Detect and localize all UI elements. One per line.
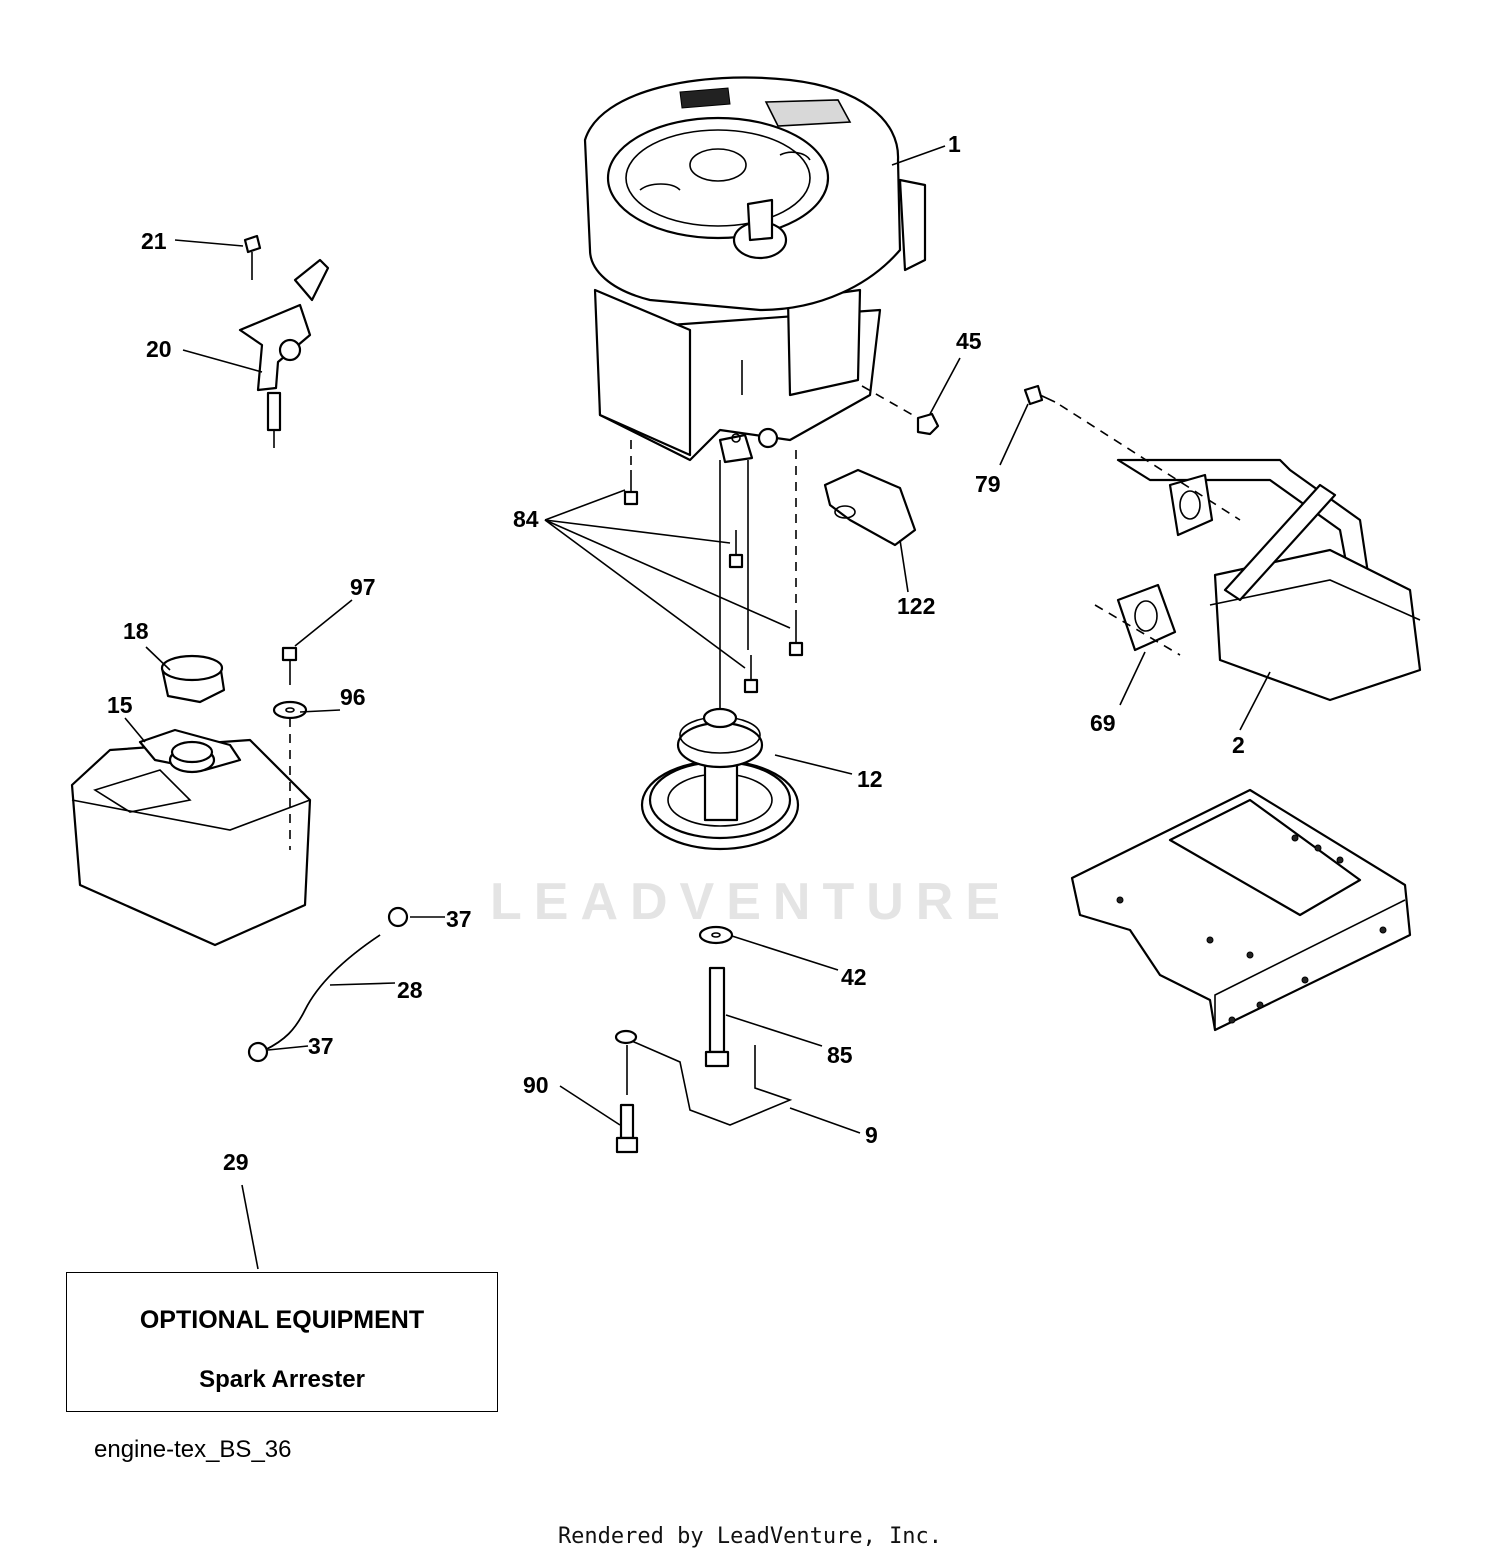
muffler <box>1116 458 1422 702</box>
tank-bolt-washer <box>272 646 308 850</box>
optional-equipment-title: OPTIONAL EQUIPMENT <box>139 1306 425 1334</box>
nut-45 <box>861 385 940 436</box>
callout-122: 122 <box>897 593 936 619</box>
callout-12: 12 <box>857 766 883 792</box>
pulley <box>640 707 800 851</box>
optional-equipment-item: Spark Arrester <box>199 1366 365 1393</box>
callout-21: 21 <box>141 228 167 254</box>
callout-79: 79 <box>975 471 1001 497</box>
bracket-9 <box>614 1029 793 1154</box>
callout-2: 2 <box>1232 732 1245 758</box>
fuel-tank <box>70 728 312 947</box>
engine-bolts <box>623 440 804 720</box>
callout-29: 29 <box>223 1149 249 1175</box>
callout-90: 90 <box>523 1072 549 1098</box>
callout-97: 97 <box>350 574 376 600</box>
callout-84: 84 <box>513 506 539 532</box>
gasket-69 <box>1094 583 1181 656</box>
callout-20: 20 <box>146 336 172 362</box>
callout-15: 15 <box>107 692 133 718</box>
footer-credit: Rendered by LeadVenture, Inc. <box>557 1524 943 1549</box>
callout-18: 18 <box>123 618 149 644</box>
callout-37-bottom: 37 <box>308 1033 334 1059</box>
callout-96: 96 <box>340 684 366 710</box>
watermark: LEADVENTURE <box>490 873 1013 931</box>
callout-85: 85 <box>827 1042 853 1068</box>
callout-69: 69 <box>1090 710 1116 736</box>
bolt-79 <box>1023 384 1241 521</box>
callout-28: 28 <box>397 977 423 1003</box>
callout-9: 9 <box>865 1122 878 1148</box>
leader-lines <box>124 145 1271 1270</box>
callout-45: 45 <box>956 328 982 354</box>
callout-37-top: 37 <box>446 906 472 932</box>
optional-equipment-box: OPTIONAL EQUIPMENT Spark Arrester <box>66 1272 498 1412</box>
diagram-id: engine-tex_BS_36 <box>94 1436 292 1463</box>
mount-plate <box>1070 788 1412 1032</box>
callout-42: 42 <box>841 964 867 990</box>
fuel-cap <box>160 654 226 704</box>
washer-bolt-42-85 <box>698 925 734 1068</box>
fuel-line <box>247 906 409 1063</box>
shield-122 <box>823 468 917 547</box>
engine <box>583 76 927 464</box>
callout-1: 1 <box>948 131 961 157</box>
throttle-control <box>238 234 330 448</box>
